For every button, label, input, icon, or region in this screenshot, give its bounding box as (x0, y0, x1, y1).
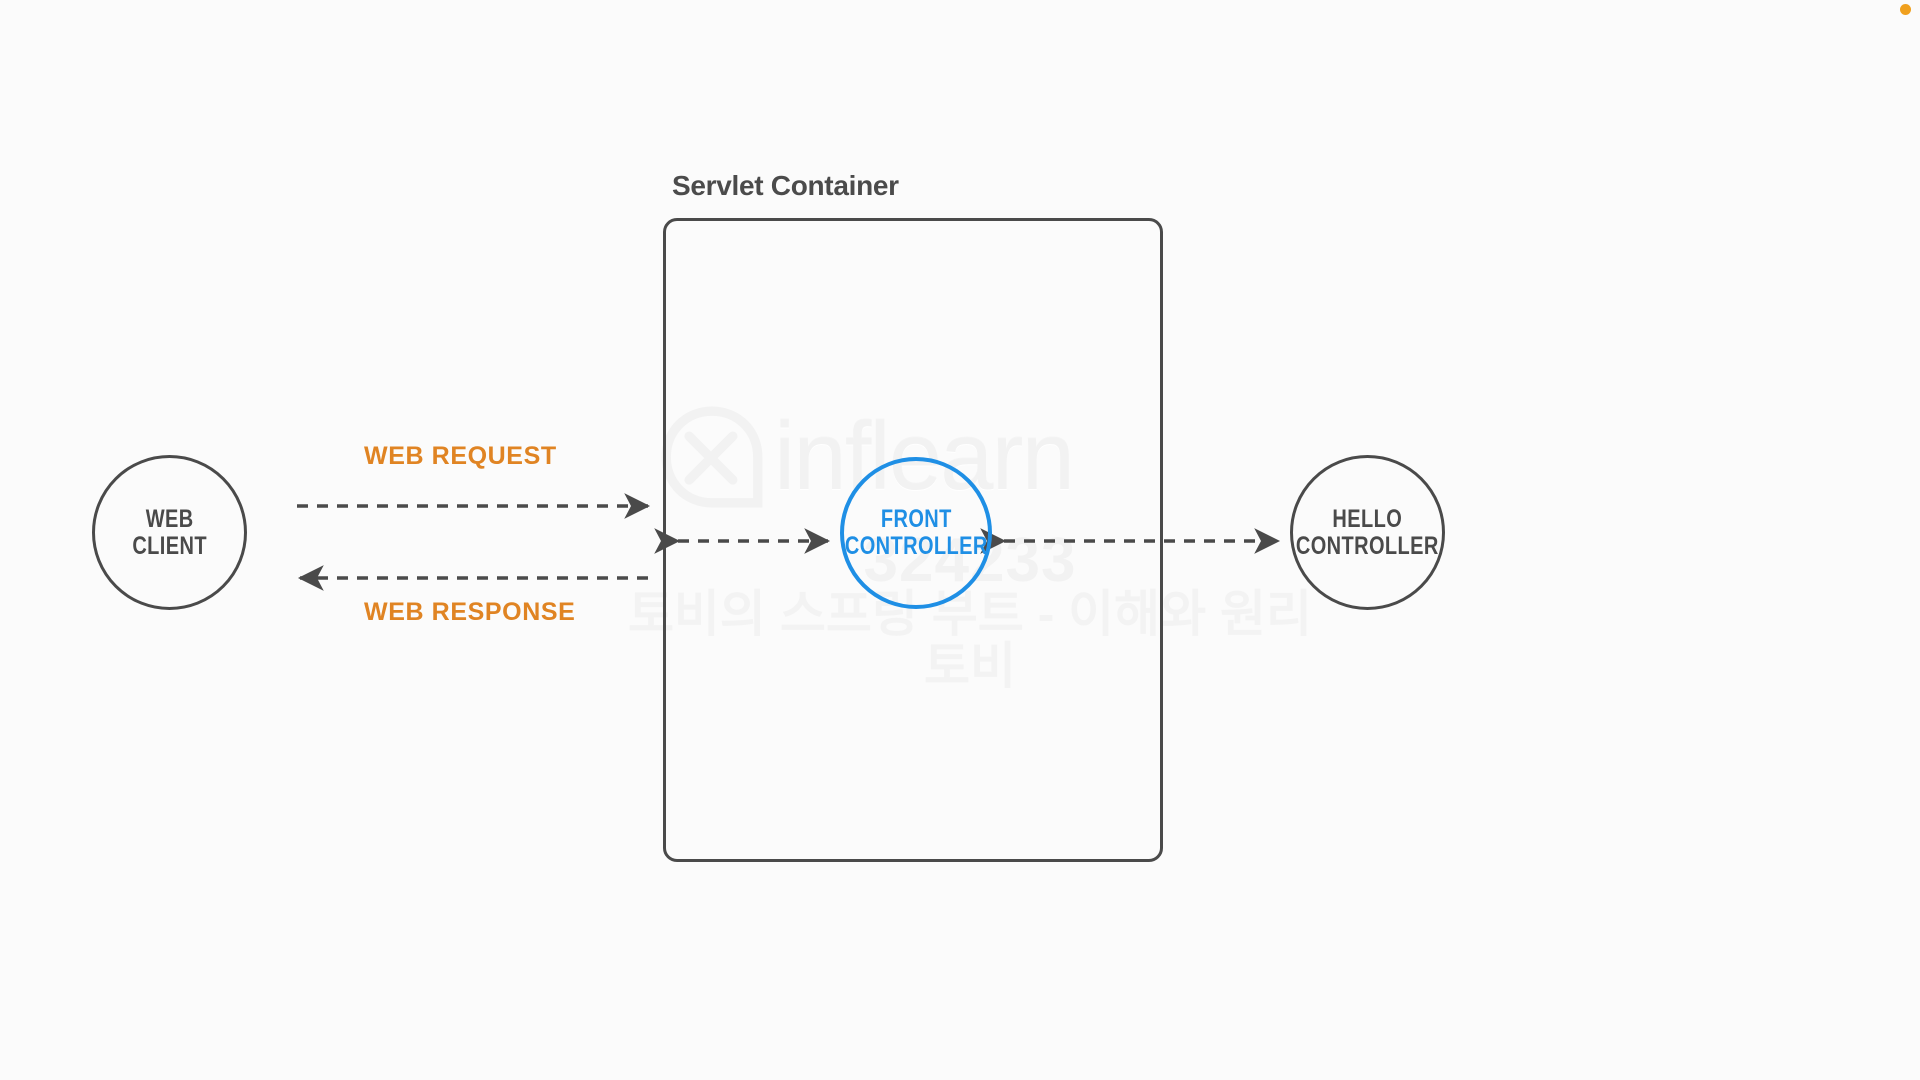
node-front-controller[interactable]: FRONT CONTROLLER (840, 457, 992, 609)
node-web-client-label: WEB CLIENT (132, 504, 207, 560)
edge-label-web-request: WEB REQUEST (364, 442, 557, 470)
corner-indicator-dot (1900, 4, 1911, 15)
node-web-client[interactable]: WEB CLIENT (92, 455, 247, 610)
servlet-container-title: Servlet Container (672, 170, 899, 201)
edge-label-web-response: WEB RESPONSE (364, 598, 576, 626)
node-hello-controller-label: HELLO CONTROLLER (1296, 504, 1439, 560)
node-front-controller-label: FRONT CONTROLLER (844, 505, 988, 560)
node-hello-controller[interactable]: HELLO CONTROLLER (1290, 455, 1445, 610)
